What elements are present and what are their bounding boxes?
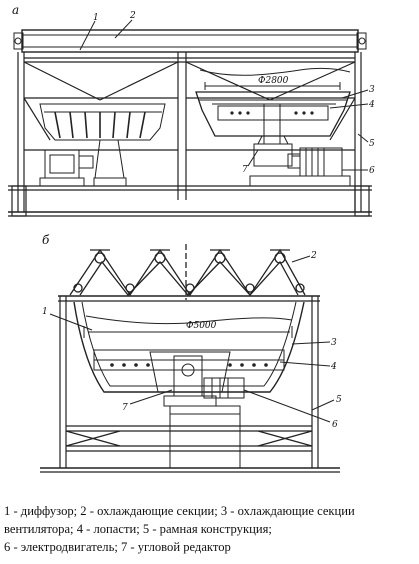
callout-b-5: 5 [336, 395, 342, 405]
callouts-b: 1 2 3 4 5 6 7 [42, 251, 342, 430]
diameter-label-b: Ф5000 [186, 321, 217, 331]
cooling-sections-zigzag-b [69, 244, 306, 300]
callout-b-3: 3 [331, 338, 337, 348]
caption-line-2: вентилятора; 4 - лопасти; 5 - рамная кон… [4, 522, 272, 536]
view-b: б [40, 233, 342, 473]
caption-line-1: 1 - диффузор; 2 - охлаждающие секции; 3 … [4, 504, 355, 518]
section-label-b: б [42, 233, 50, 247]
callout-a-5: 5 [369, 139, 375, 149]
callout-b-2: 2 [310, 251, 317, 261]
callout-a-3: 3 [369, 85, 375, 95]
callout-a-2: 2 [129, 11, 136, 21]
callout-a-7: 7 [242, 165, 248, 175]
view-a: а [8, 3, 375, 217]
section-label-a: а [12, 3, 19, 17]
callout-a-4: 4 [368, 100, 375, 110]
left-diffuser-a [39, 103, 166, 187]
callout-b-1: 1 [42, 307, 48, 317]
callouts-a: 1 2 3 4 5 6 7 [79, 11, 375, 176]
diameter-label-a: Ф2800 [258, 76, 289, 86]
callout-a-6: 6 [369, 166, 375, 176]
callout-a-1: 1 [93, 13, 99, 23]
diffuser-bowl-b [73, 301, 305, 469]
caption-line-3: 6 - электродвигатель; 7 - угловой редакт… [4, 540, 231, 554]
cooling-section-beam-a [13, 29, 367, 53]
callout-b-7: 7 [122, 403, 128, 413]
callout-b-4: 4 [330, 362, 337, 372]
frame-structure-a [8, 52, 372, 217]
fan-cooling-tower-drawing: а [8, 3, 375, 473]
callout-b-6: 6 [332, 420, 338, 430]
figure-caption: 1 - диффузор; 2 - охлаждающие секции; 3 … [4, 502, 416, 556]
right-diffuser-a [195, 67, 351, 187]
